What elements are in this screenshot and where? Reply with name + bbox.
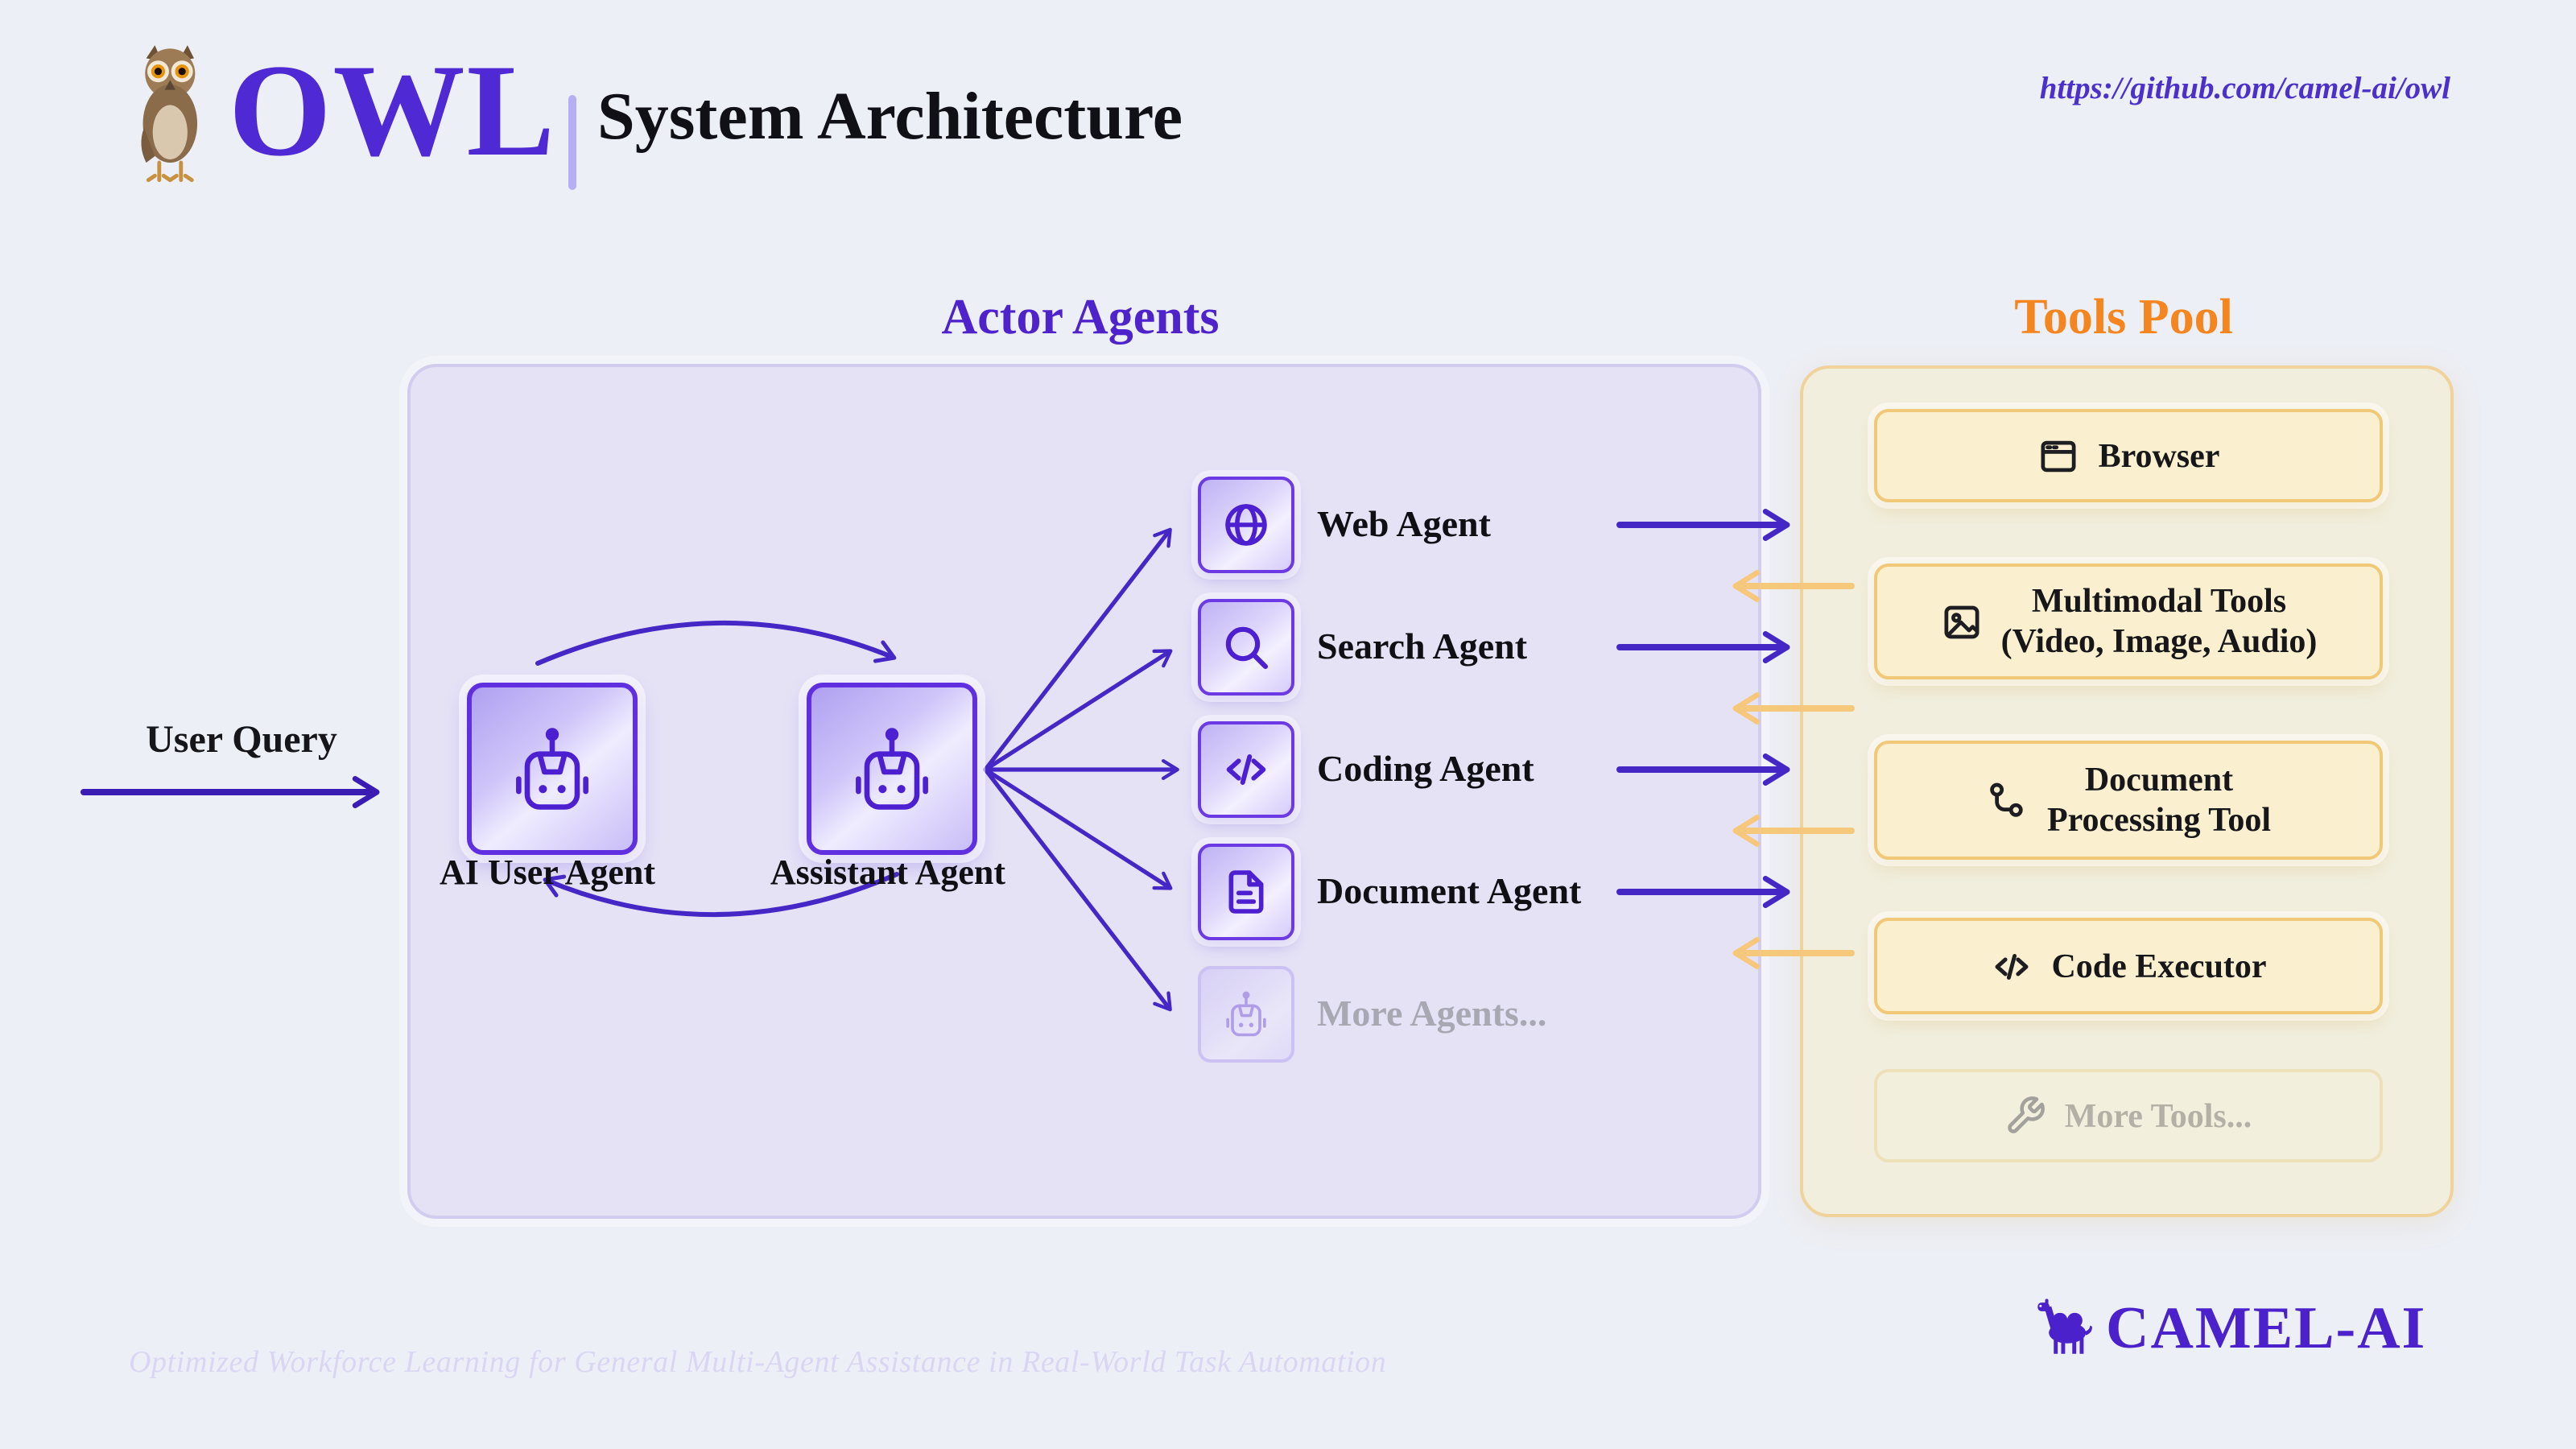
globe-icon: [1225, 504, 1267, 546]
agent-row-document: Document Agent: [1198, 844, 1582, 940]
tool-label-line2: (Video, Image, Audio): [2000, 621, 2318, 660]
file-text-icon: [1228, 870, 1264, 914]
search-icon: [1225, 626, 1269, 670]
robot-icon: [1226, 991, 1266, 1037]
brand-wordmark: CAMEL-AI: [2106, 1296, 2427, 1362]
tool-label: Multimodal Tools (Video, Image, Audio): [2001, 581, 2318, 661]
ai-user-agent-card: [467, 683, 638, 855]
tool-label-line1: Document: [2084, 760, 2234, 799]
tool-label-line1: Browser: [2098, 436, 2220, 475]
agent-tile: [1198, 966, 1294, 1063]
logo-wordmark: OWL: [229, 37, 556, 184]
agent-row-search: Search Agent: [1198, 599, 1528, 696]
header-divider: [568, 95, 576, 190]
robot-icon: [856, 727, 928, 809]
ai-user-agent-label: AI User Agent: [439, 852, 656, 892]
tool-label-line1: Code Executor: [2051, 946, 2267, 985]
tool-label: Code Executor: [2051, 946, 2266, 986]
tool-label: More Tools...: [2065, 1096, 2252, 1136]
code-icon: [1995, 953, 2029, 979]
agent-row-web: Web Agent: [1198, 477, 1491, 573]
tool-label-line2: Processing Tool: [2046, 800, 2272, 839]
tool-label-line1: More Tools...: [2064, 1096, 2252, 1135]
agent-tile: [1198, 477, 1294, 573]
tool-card-browser: Browser: [1874, 409, 2383, 502]
agent-row-more: More Agents...: [1198, 966, 1547, 1063]
agent-label: Web Agent: [1317, 504, 1491, 544]
tool-card-code-executor: Code Executor: [1874, 918, 2383, 1014]
agent-label: Document Agent: [1317, 871, 1582, 911]
image-icon: [1944, 605, 1979, 638]
footer-tagline: Optimized Workforce Learning for General…: [129, 1346, 1387, 1380]
user-query-label: User Query: [146, 720, 337, 762]
assistant-agent-label: Assistant Agent: [770, 852, 1006, 892]
tool-card-multimodal: Multimodal Tools (Video, Image, Audio): [1874, 564, 2383, 679]
agent-label: More Agents...: [1317, 993, 1547, 1034]
owl-logo-icon: [141, 45, 198, 183]
tool-card-document-processing: Document Processing Tool: [1874, 741, 2383, 860]
agent-tile: [1198, 599, 1294, 696]
tool-label-line1: Multimodal Tools: [2031, 581, 2287, 621]
agent-tile: [1198, 721, 1294, 818]
route-icon: [1991, 782, 2024, 816]
repo-url-link[interactable]: https://github.com/camel-ai/owl: [2039, 72, 2450, 106]
camel-icon: [2037, 1298, 2092, 1354]
agent-label: Search Agent: [1317, 626, 1528, 667]
agent-label: Coding Agent: [1317, 749, 1534, 789]
browser-window-icon: [2041, 440, 2077, 472]
actor-agents-heading: Actor Agents: [941, 288, 1220, 345]
tools-pool-heading: Tools Pool: [2014, 288, 2233, 345]
robot-icon: [516, 727, 588, 809]
agent-row-coding: Coding Agent: [1198, 721, 1534, 818]
code-icon: [1226, 754, 1266, 785]
assistant-agent-card: [807, 683, 977, 855]
tool-label: Browser: [2099, 436, 2220, 476]
tool-card-more-tools: More Tools...: [1874, 1069, 2383, 1162]
page-title: System Architecture: [597, 80, 1183, 155]
agent-tile: [1198, 844, 1294, 940]
tool-label: Document Processing Tool: [2047, 760, 2271, 840]
wrench-icon: [2008, 1096, 2046, 1133]
